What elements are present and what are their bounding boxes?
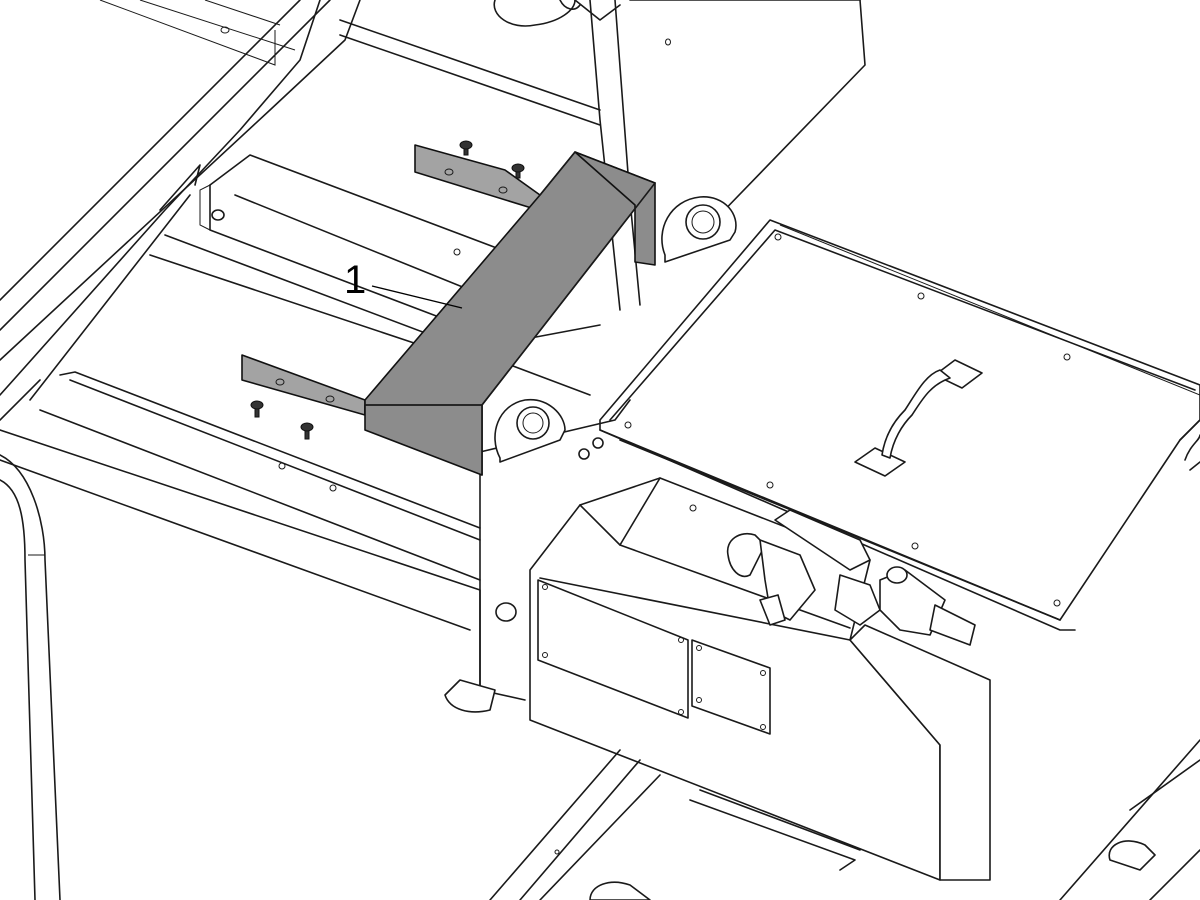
callout-1: 1 <box>344 258 463 309</box>
bolt-icon <box>511 163 525 179</box>
frame-rails-left <box>0 0 361 421</box>
bolt-icon <box>459 140 473 156</box>
main-body <box>0 371 631 900</box>
callout-label: 1 <box>344 258 366 302</box>
valve-housing <box>529 477 991 881</box>
bolts <box>250 140 525 440</box>
bolt-icon <box>300 422 314 440</box>
lifting-eye-upper <box>661 196 737 263</box>
top-plate <box>599 219 1200 631</box>
bolt-icon <box>250 400 264 418</box>
bracket-part-1 <box>241 144 656 476</box>
leader-line <box>371 285 463 309</box>
lifting-eye-lower <box>494 399 604 463</box>
floor-rails <box>489 739 1200 900</box>
